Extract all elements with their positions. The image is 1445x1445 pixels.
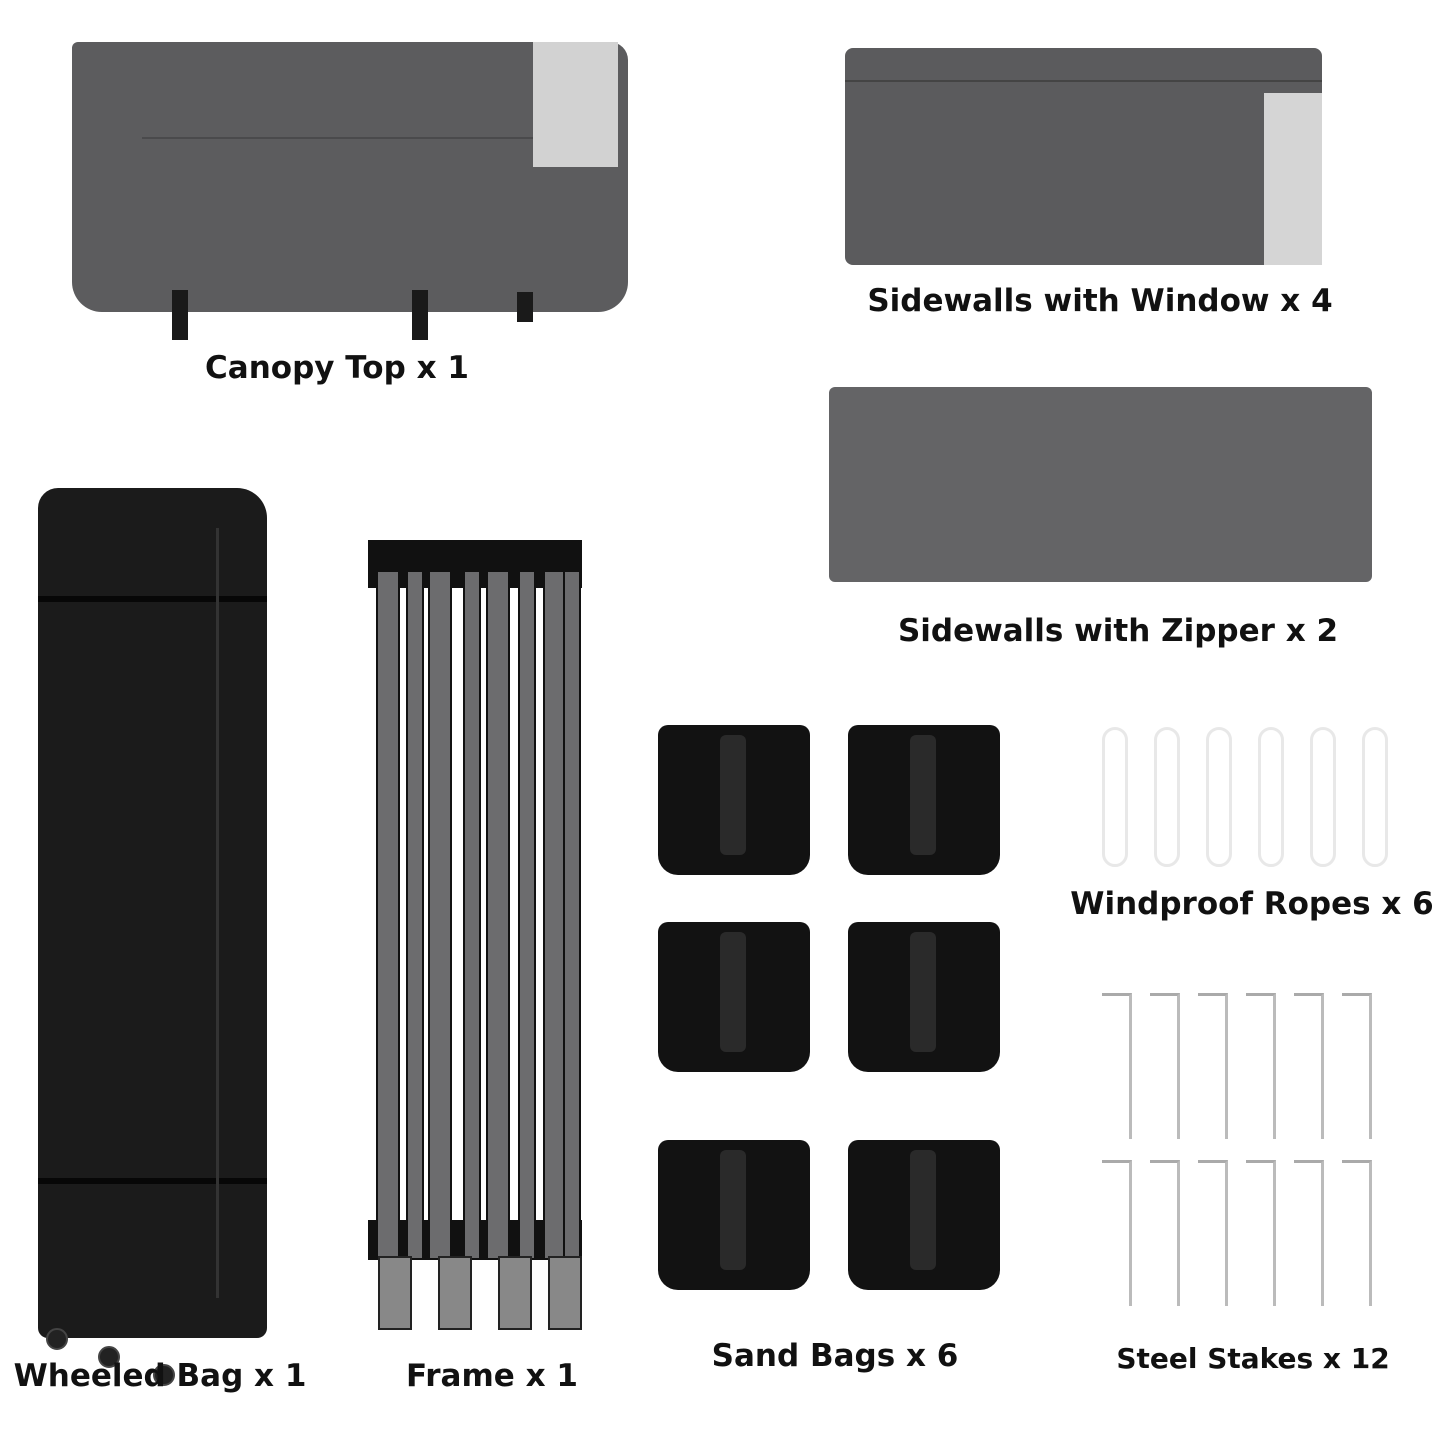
windproof-ropes-label: Windproof Ropes x 6 [1070, 886, 1434, 922]
steel-stake [1102, 1160, 1132, 1306]
windproof-rope [1102, 727, 1128, 867]
frame-pole [376, 570, 400, 1260]
frame-pole [486, 570, 510, 1260]
steel-stake [1246, 993, 1276, 1139]
sand-bag [848, 922, 1000, 1072]
sand-bag [658, 922, 810, 1072]
frame-foot [438, 1256, 472, 1330]
steel-stake [1342, 1160, 1372, 1306]
frame-image [368, 540, 582, 1330]
frame-foot [498, 1256, 532, 1330]
canopy-top-image [72, 42, 628, 340]
sand-bags-label: Sand Bags x 6 [711, 1338, 959, 1374]
steel-stake [1198, 993, 1228, 1139]
canopy-top-label: Canopy Top x 1 [205, 350, 469, 386]
sidewalls-zipper-label: Sidewalls with Zipper x 2 [897, 613, 1339, 649]
frame-pole [563, 570, 581, 1260]
frame-label: Frame x 1 [406, 1358, 578, 1394]
sidewalls-window-label: Sidewalls with Window x 4 [867, 283, 1333, 319]
windproof-rope [1310, 727, 1336, 867]
frame-pole [463, 570, 481, 1260]
sand-bag [848, 725, 1000, 875]
steel-stake [1150, 1160, 1180, 1306]
wheeled-bag-label: Wheeled Bag x 1 [13, 1358, 307, 1394]
frame-foot [378, 1256, 412, 1330]
sand-bag [658, 725, 810, 875]
windproof-rope [1362, 727, 1388, 867]
windproof-rope [1258, 727, 1284, 867]
steel-stake [1246, 1160, 1276, 1306]
sidewalls-zipper-image [829, 387, 1372, 582]
steel-stake [1150, 993, 1180, 1139]
frame-pole [518, 570, 536, 1260]
windproof-rope [1206, 727, 1232, 867]
frame-pole [406, 570, 424, 1260]
sand-bag [658, 1140, 810, 1290]
sidewalls-window-image [845, 48, 1322, 265]
steel-stake [1342, 993, 1372, 1139]
wheeled-bag-image [38, 488, 267, 1386]
sand-bag [848, 1140, 1000, 1290]
steel-stake [1102, 993, 1132, 1139]
frame-foot [548, 1256, 582, 1330]
frame-pole [428, 570, 452, 1260]
steel-stakes-label: Steel Stakes x 12 [1116, 1342, 1390, 1375]
steel-stake [1294, 1160, 1324, 1306]
steel-stake [1198, 1160, 1228, 1306]
steel-stake [1294, 993, 1324, 1139]
windproof-rope [1154, 727, 1180, 867]
